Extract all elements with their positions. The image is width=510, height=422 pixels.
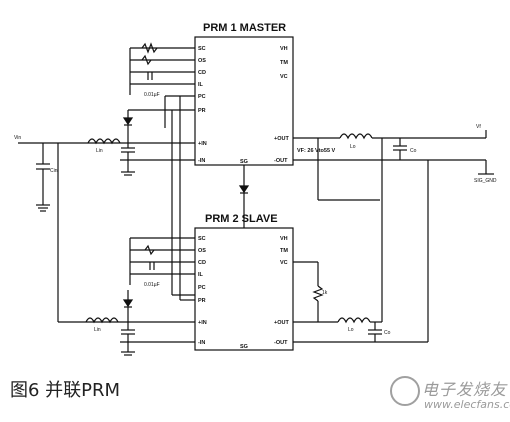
prm2-pin-il: IL — [198, 272, 204, 278]
watermark-text-cn: 电子发烧友 — [422, 380, 508, 399]
prm2-pin-in-plus: +IN — [198, 320, 207, 326]
prm1-pin-os: OS — [198, 58, 206, 64]
prm1-pin-sg: SG — [240, 159, 248, 165]
prm2-pin-pr: PR — [198, 298, 206, 304]
figure-caption: 图6 并联PRM — [10, 380, 121, 401]
prm2-pin-out-minus: -OUT — [274, 340, 288, 346]
prm2-pin-cd: CD — [198, 260, 206, 266]
prm1-pin-vc: VC — [280, 74, 288, 80]
prm1-pin-out-plus: +OUT — [274, 136, 289, 142]
prm2-pin-vc: VC — [280, 260, 288, 266]
prm1-title: PRM 1 MASTER — [203, 22, 286, 34]
prm1-pin-out-minus: -OUT — [274, 158, 288, 164]
prm2-pin-os: OS — [198, 248, 206, 254]
label-cout2: Co — [384, 330, 391, 336]
prm1-pin-cd: CD — [198, 70, 206, 76]
label-cap1: 0.01µF — [144, 92, 160, 98]
prm1-pin-in-plus: +IN — [198, 141, 207, 147]
label-cin: Cin — [50, 168, 58, 174]
prm1-pin-il: IL — [198, 82, 204, 88]
prm1-vf-label: VF: 26 Vto55 V — [297, 148, 336, 154]
label-lout2: Lo — [348, 327, 354, 333]
label-cout1: Co — [410, 148, 417, 154]
label-vin: Vin — [14, 135, 21, 141]
label-lin1: Lin — [96, 148, 103, 154]
prm1-pin-sc: SC — [198, 46, 206, 52]
watermark-text-en: www.elecfans.com — [424, 398, 510, 411]
watermark-logo-icon — [390, 376, 420, 406]
prm2-pin-in-minus: -IN — [198, 340, 205, 346]
prm1-pin-tm: TM — [280, 60, 288, 66]
label-cap2: 0.01µF — [144, 282, 160, 288]
label-res-1k: 1k — [322, 290, 328, 296]
prm1-pin-pr: PR — [198, 108, 206, 114]
prm1-block — [194, 36, 294, 166]
label-lout1: Lo — [350, 144, 356, 150]
prm2-pin-out-plus: +OUT — [274, 320, 289, 326]
label-vout: Vf — [476, 124, 481, 130]
prm1-pin-in-minus: -IN — [198, 158, 205, 164]
prm1-pin-pc: PC — [198, 94, 206, 100]
prm2-block — [194, 227, 294, 351]
watermark: 电子发烧友 www.elecfans.com — [386, 372, 510, 418]
prm2-pin-vh: VH — [280, 236, 288, 242]
prm2-pin-tm: TM — [280, 248, 288, 254]
prm2-title: PRM 2 SLAVE — [205, 213, 278, 225]
prm2-pin-pc: PC — [198, 285, 206, 291]
label-lin2: Lin — [94, 327, 101, 333]
prm2-pin-sc: SC — [198, 236, 206, 242]
prm2-pin-sg: SG — [240, 344, 248, 350]
label-sig-gnd: SIG_GND — [474, 178, 497, 184]
prm1-pin-vh: VH — [280, 46, 288, 52]
